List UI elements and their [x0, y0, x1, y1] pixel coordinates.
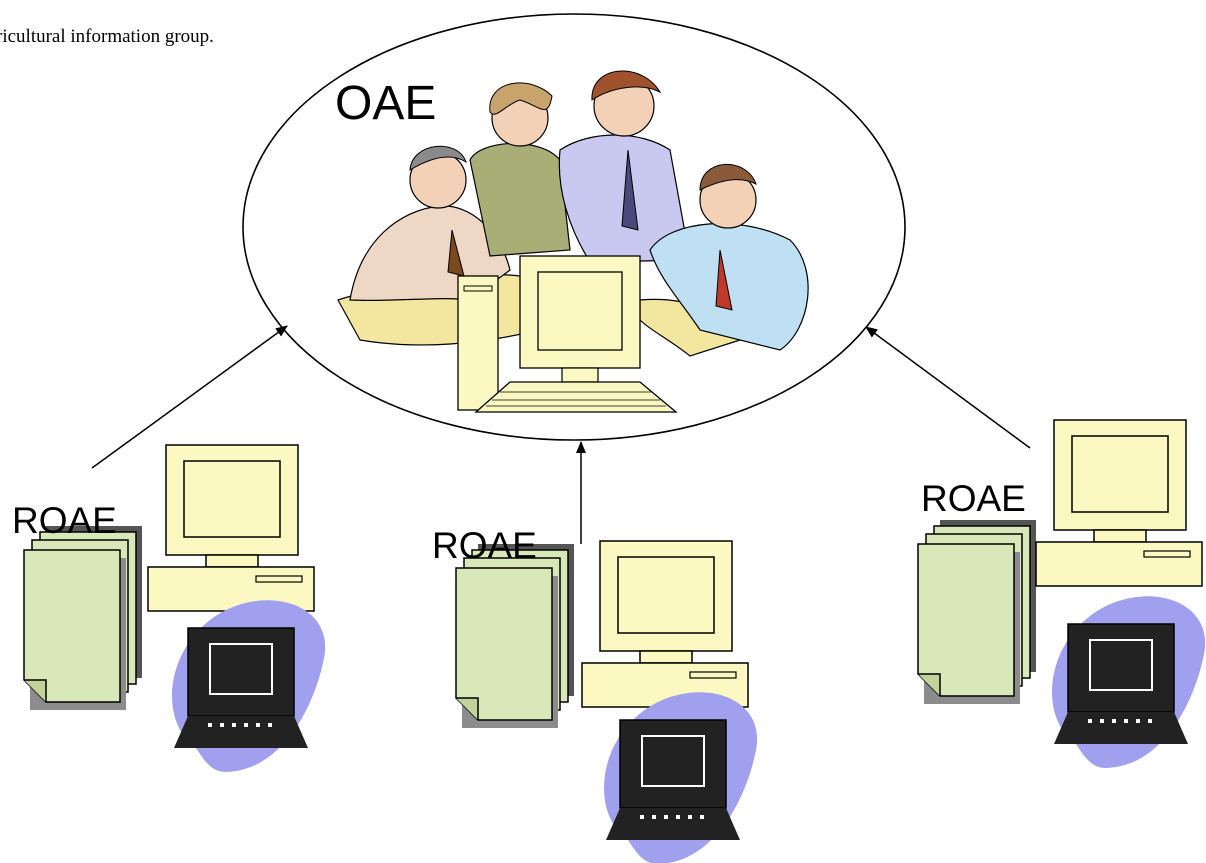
arrow-left [91, 325, 288, 469]
laptop-icon [1051, 595, 1206, 769]
roae-label-middle: ROAE [432, 525, 537, 566]
document-stack-icon [455, 543, 575, 729]
desktop-computer-icon [581, 540, 749, 708]
desktop-computer-icon [147, 444, 315, 612]
caption-text: ricultural information group. [0, 26, 214, 47]
meeting-group-illustration [337, 70, 809, 413]
roae-label-right: ROAE [921, 478, 1026, 519]
oae-ellipse [242, 13, 906, 441]
document-stack-icon [917, 519, 1037, 705]
desktop-computer-icon [1035, 419, 1203, 587]
laptop-icon [171, 599, 327, 773]
regional-node-left [23, 444, 327, 773]
document-stack-icon [23, 525, 143, 711]
arrow-right [865, 326, 1031, 449]
oae-label: OAE [335, 77, 437, 130]
regional-node-middle [455, 540, 759, 863]
regional-node-right [917, 419, 1206, 769]
roae-label-left: ROAE [12, 500, 117, 541]
laptop-icon [603, 691, 759, 863]
